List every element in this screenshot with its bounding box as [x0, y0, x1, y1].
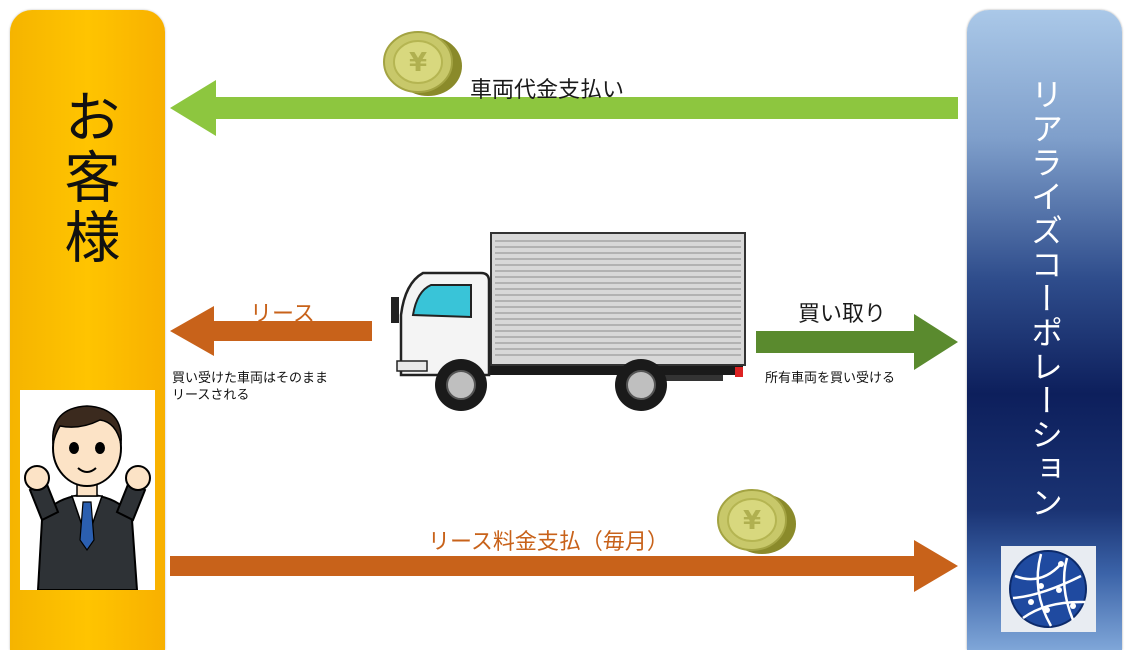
lease-label: リース [250, 302, 315, 327]
svg-text:¥: ¥ [409, 48, 427, 78]
company-panel [967, 10, 1122, 650]
globe-network-logo [1001, 546, 1096, 632]
truck-illustration [383, 225, 748, 415]
svg-text:¥: ¥ [743, 506, 761, 536]
customer-title: お客様 [55, 88, 120, 268]
yen-coin-icon: ¥ [378, 28, 464, 98]
payment-label: 車両代金支払い [470, 78, 625, 103]
monthly-payment-arrow [170, 540, 958, 592]
yen-coin-icon: ¥ [712, 486, 798, 556]
buy-arrow [756, 314, 958, 370]
buy-note: 所有車両を買い受ける [765, 371, 896, 386]
company-title: リアライズコーポレーション [1026, 78, 1064, 520]
lease-arrow [170, 306, 372, 356]
monthly-payment-label: リース料金支払（毎月） [428, 530, 669, 555]
businessman-illustration [20, 390, 155, 591]
buy-label: 買い取り [798, 302, 887, 327]
lease-note-line1: 買い受けた車両はそのまま [172, 371, 329, 386]
payment-arrow [170, 80, 958, 136]
lease-note-line2: リースされる [172, 388, 250, 403]
